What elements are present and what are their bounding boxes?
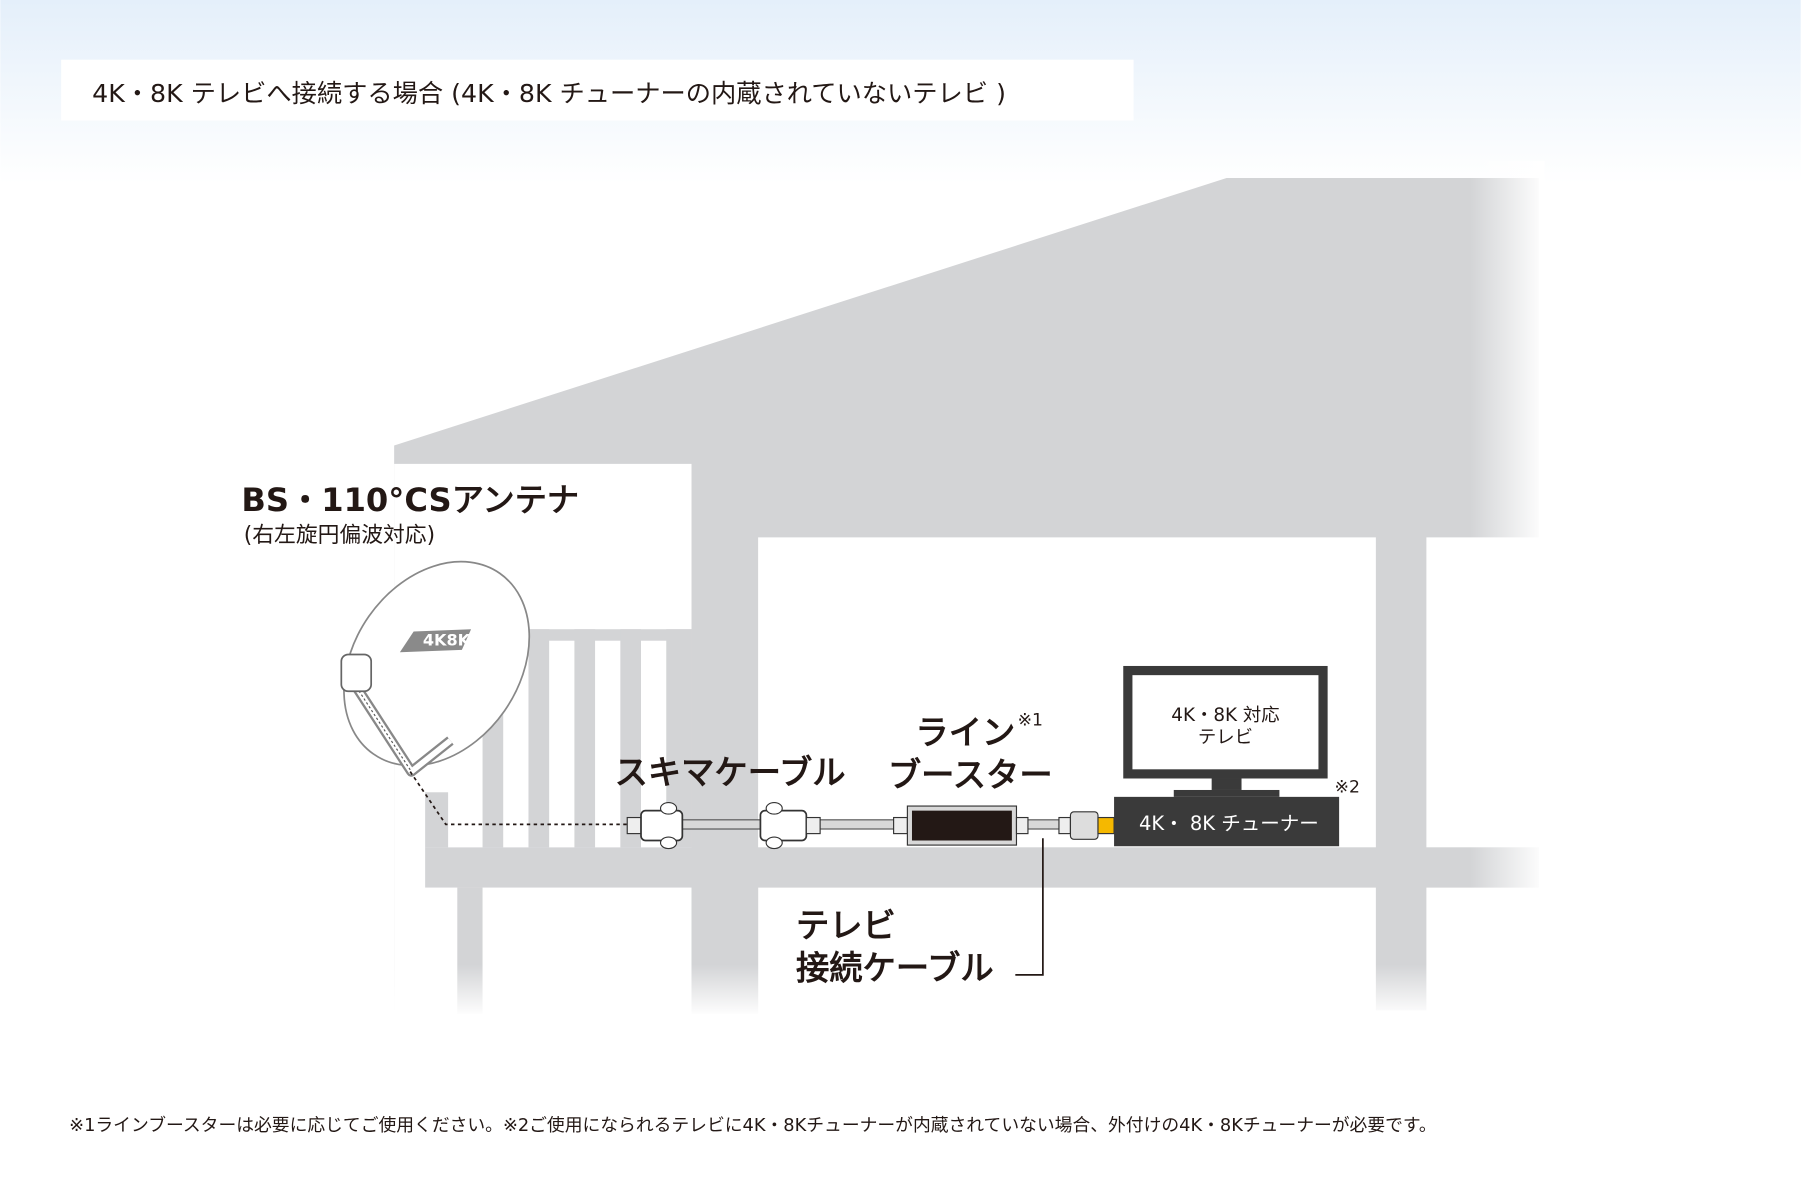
satellite-dish: 4K8K: [340, 560, 632, 826]
title-box: 4K・8K テレビへ接続する場合 (4K・8K チューナーの内蔵されていないテレ…: [61, 59, 1134, 121]
booster-label-2: ブースター: [888, 756, 1053, 795]
antenna-label: BS・110°CSアンテナ: [241, 481, 579, 519]
antenna-labels: BS・110°CSアンテナ (右左旋円偏波対応): [241, 481, 579, 548]
line-booster: [906, 805, 1029, 846]
tv-connector: [1058, 811, 1115, 840]
footnote: ※1ラインブースターは必要に応じてご使用ください。※2ご使用になられるテレビに4…: [69, 1114, 1437, 1136]
sukima-cable-connectors: [626, 802, 908, 850]
tv-cable-label-2: 接続ケーブル: [796, 948, 994, 987]
booster-label-1: ライン: [915, 713, 1015, 752]
note2-mark: ※2: [1335, 777, 1360, 797]
tv-label-1: 4K・8K 対応: [1171, 705, 1279, 726]
title: 4K・8K テレビへ接続する場合 (4K・8K チューナーの内蔵されていないテレ…: [92, 79, 1006, 108]
house: [379, 160, 1562, 1034]
antenna-sublabel: (右左旋円偏波対応): [244, 523, 435, 548]
tuner-label: 4K・ 8K チューナー: [1139, 812, 1319, 835]
note1-mark: ※1: [1018, 711, 1043, 731]
tuner: 4K・ 8K チューナー: [1114, 796, 1340, 847]
antenna-cable: [409, 771, 632, 826]
dish-logo: 4K8K: [423, 630, 471, 649]
tv: 4K・8K 対応 テレビ: [1123, 665, 1328, 797]
tv-label-2: テレビ: [1198, 727, 1253, 748]
tv-cable-label-1: テレビ: [796, 906, 896, 945]
tv-cable-leader-line: [1015, 838, 1044, 976]
sukima-cable-label: スキマケーブル: [615, 753, 846, 792]
